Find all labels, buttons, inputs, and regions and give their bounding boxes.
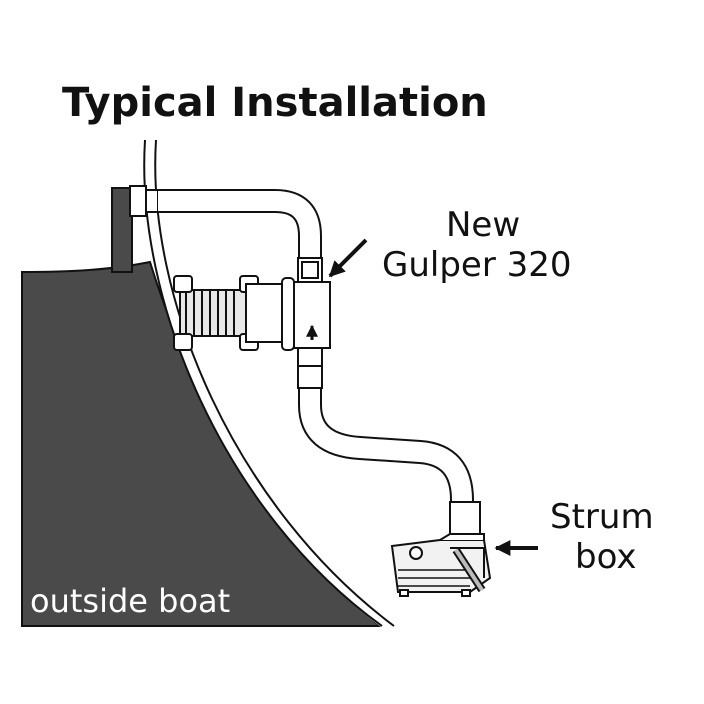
strum-label-line1: Strum [550,497,654,537]
diagram-title: Typical Installation [62,80,488,126]
pump-pointer-arrow [328,238,368,278]
through-hull-fitting [111,185,159,273]
strum-box [390,501,492,597]
pump-label-line2: Gulper 320 [382,245,572,285]
strum-label-line2: box [575,537,636,577]
outside-boat-label: outside boat [30,582,230,620]
gulper-320-pump [173,257,331,389]
pump-label-line1: New [446,205,520,245]
